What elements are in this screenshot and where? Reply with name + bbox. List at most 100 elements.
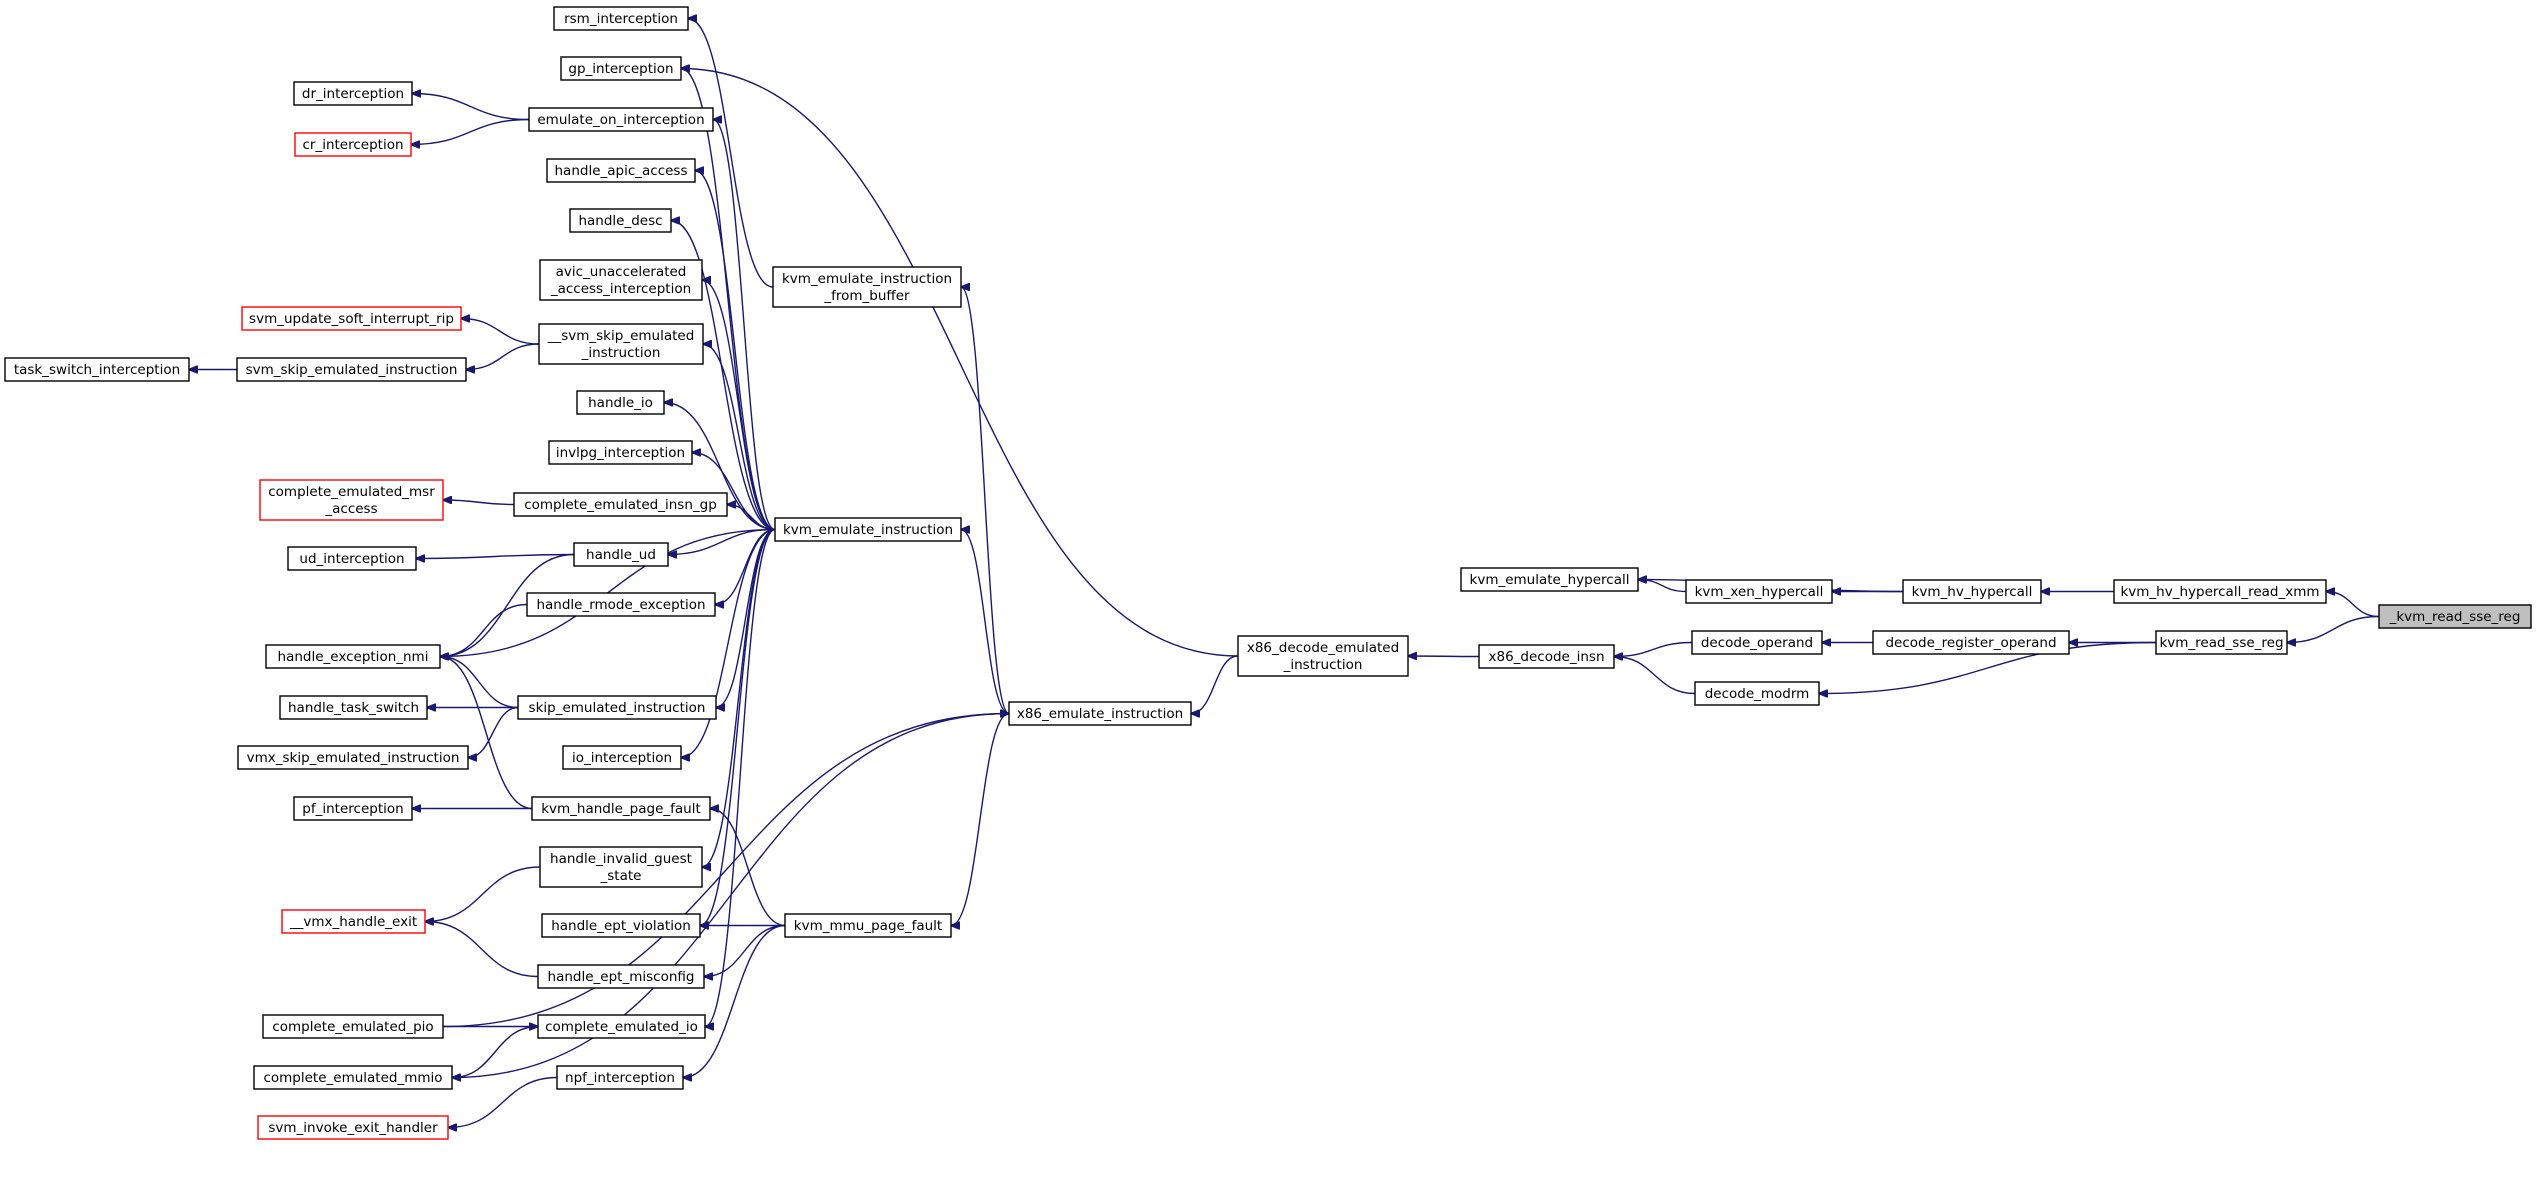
node-kvm-hv-hypercall-read-xmm[interactable]: kvm_hv_hypercall_read_xmm (2113, 579, 2327, 604)
edge-line (452, 1025, 539, 1078)
node-decode-register-operand[interactable]: decode_register_operand (1872, 630, 2070, 655)
edge-ud-interception-to-handle-ud (416, 553, 575, 559)
node-box (265, 644, 441, 669)
edge-line (425, 866, 541, 922)
edge-handle-exception-nmi-to-skip-emulated-instruction (440, 657, 519, 709)
node-svm-skip-emulated-instruction[interactable]: svm_skip_emulated_instruction (236, 357, 467, 382)
node-kvm-read-sse-reg[interactable]: kvm_read_sse_reg (2155, 630, 2288, 655)
node-box (556, 1065, 684, 1090)
node-decode-modrm[interactable]: decode_modrm (1694, 681, 1820, 706)
node-ud-interception[interactable]: ud_interception (287, 546, 417, 571)
node-handle-ept-violation[interactable]: handle_ept_violation (541, 913, 701, 938)
node-label: io_interception (572, 750, 672, 766)
node-box (528, 107, 714, 132)
node-io-interception[interactable]: io_interception (562, 745, 682, 770)
node-label: complete_emulated_io (545, 1019, 698, 1035)
node-handle-ept-misconfig[interactable]: handle_ept_misconfig (537, 964, 705, 989)
node-vmx-handle-exit[interactable]: __vmx_handle_exit (281, 909, 426, 934)
node-handle-desc[interactable]: handle_desc (569, 208, 672, 233)
node-skip-emulated-instruction[interactable]: skip_emulated_instruction (517, 695, 717, 720)
node-handle-apic-access[interactable]: handle_apic_access (546, 158, 696, 183)
node-x86-decode-emulated-instruction[interactable]: x86_decode_emulated_instruction (1237, 635, 1409, 677)
node-rsm-interception[interactable]: rsm_interception (553, 6, 689, 31)
node-label: _access_interception (550, 281, 691, 297)
node-emulate-on-interception[interactable]: emulate_on_interception (528, 107, 714, 132)
node-box (546, 158, 696, 183)
edge-handle-ept-misconfig-to-kvm-mmu-page-fault (704, 924, 786, 977)
node-box (553, 6, 689, 31)
node-npf-interception[interactable]: npf_interception (556, 1065, 684, 1090)
node-gp-interception[interactable]: gp_interception (560, 56, 682, 81)
node-label: _from_buffer (823, 288, 910, 304)
edge-line (1191, 655, 1239, 714)
node-kvm-xen-hypercall[interactable]: kvm_xen_hypercall (1685, 579, 1833, 604)
node-kvm-read-sse-reg-root[interactable]: _kvm_read_sse_reg (2378, 604, 2532, 629)
node-svm-skip-emulated-instruction-internal[interactable]: __svm_skip_emulated_instruction (538, 323, 704, 365)
node-label: dr_interception (302, 86, 404, 102)
edge-line (951, 712, 1010, 926)
node-handle-rmode-exception[interactable]: handle_rmode_exception (526, 592, 716, 617)
node-box (2113, 579, 2327, 604)
node-handle-exception-nmi[interactable]: handle_exception_nmi (265, 644, 441, 669)
node-avic-unaccelerated-access-interception[interactable]: avic_unaccelerated_access_interception (539, 259, 703, 301)
edge-complete-emulated-io-to-kvm-emulate-instruction (705, 528, 776, 1027)
node-kvm-emulate-instruction-from-buffer[interactable]: kvm_emulate_instruction_from_buffer (772, 266, 962, 308)
node-box (293, 81, 413, 106)
node-box (539, 846, 703, 888)
node-handle-task-switch[interactable]: handle_task_switch (279, 695, 428, 720)
edge-handle-exception-nmi-to-handle-ud (440, 553, 575, 657)
node-label: _kvm_read_sse_reg (2389, 609, 2521, 625)
node-complete-emulated-mmio[interactable]: complete_emulated_mmio (253, 1065, 453, 1090)
edge-line (961, 287, 1010, 715)
node-box (569, 208, 672, 233)
node-label: gp_interception (568, 61, 673, 77)
node-complete-emulated-pio[interactable]: complete_emulated_pio (262, 1014, 444, 1039)
node-label: decode_modrm (1705, 686, 1810, 702)
node-invlpg-interception[interactable]: invlpg_interception (548, 440, 693, 465)
node-kvm-emulate-instruction[interactable]: kvm_emulate_instruction (774, 517, 962, 542)
node-label: handle_invalid_guest (550, 851, 692, 867)
node-x86-emulate-instruction[interactable]: x86_emulate_instruction (1008, 701, 1192, 726)
edge-line (1638, 580, 1687, 593)
edge-line (448, 1076, 558, 1128)
node-handle-io[interactable]: handle_io (576, 390, 665, 415)
node-box (526, 592, 716, 617)
node-task-switch-interception[interactable]: task_switch_interception (4, 357, 190, 382)
node-handle-invalid-guest-state[interactable]: handle_invalid_guest_state (539, 846, 703, 888)
edge-x86-emulate-instruction-to-complete-emulated-mmio (451, 714, 1009, 1079)
node-kvm-mmu-page-fault[interactable]: kvm_mmu_page_fault (784, 913, 952, 938)
edge-avic-unaccelerated-access-interception-to-kvm-emulate-instruction (702, 280, 776, 531)
node-kvm-emulate-hypercall[interactable]: kvm_emulate_hypercall (1460, 567, 1639, 592)
node-kvm-handle-page-fault[interactable]: kvm_handle_page_fault (531, 796, 711, 821)
node-svm-invoke-exit-handler[interactable]: svm_invoke_exit_handler (257, 1115, 449, 1140)
node-complete-emulated-io[interactable]: complete_emulated_io (537, 1014, 706, 1039)
node-kvm-hv-hypercall[interactable]: kvm_hv_hypercall (1902, 579, 2042, 604)
node-dr-interception[interactable]: dr_interception (293, 81, 413, 106)
node-handle-ud[interactable]: handle_ud (573, 542, 669, 567)
node-label: x86_decode_emulated (1247, 640, 1399, 656)
node-cr-interception[interactable]: cr_interception (294, 132, 412, 157)
edge-line (703, 344, 776, 531)
node-label: complete_emulated_msr (268, 484, 435, 500)
node-label: kvm_emulate_instruction (782, 271, 952, 287)
node-x86-decode-insn[interactable]: x86_decode_insn (1478, 644, 1615, 669)
node-box (537, 1014, 706, 1039)
node-svm-update-soft-interrupt-rip[interactable]: svm_update_soft_interrupt_rip (241, 306, 462, 331)
node-label: kvm_xen_hypercall (1695, 584, 1824, 600)
node-box (4, 357, 190, 382)
node-box (2378, 604, 2532, 629)
edge-kvm-emulate-instruction-from-buffer-to-x86-emulate-instruction (961, 287, 1010, 715)
node-decode-operand[interactable]: decode_operand (1691, 630, 1823, 655)
node-pf-interception[interactable]: pf_interception (293, 796, 413, 821)
node-label: kvm_emulate_instruction (783, 522, 953, 538)
node-box (294, 132, 412, 157)
node-vmx-skip-emulated-instruction[interactable]: vmx_skip_emulated_instruction (237, 745, 469, 770)
node-complete-emulated-insn-gp[interactable]: complete_emulated_insn_gp (513, 492, 728, 517)
edge-line (961, 530, 1010, 715)
node-complete-emulated-msr-access[interactable]: complete_emulated_msr_access (259, 479, 444, 521)
edge-kvm-handle-page-fault-to-kvm-mmu-page-fault (710, 809, 786, 927)
node-box (774, 517, 962, 542)
node-box (237, 745, 469, 770)
node-label: decode_operand (1701, 635, 1813, 651)
node-label: cr_interception (302, 137, 403, 153)
